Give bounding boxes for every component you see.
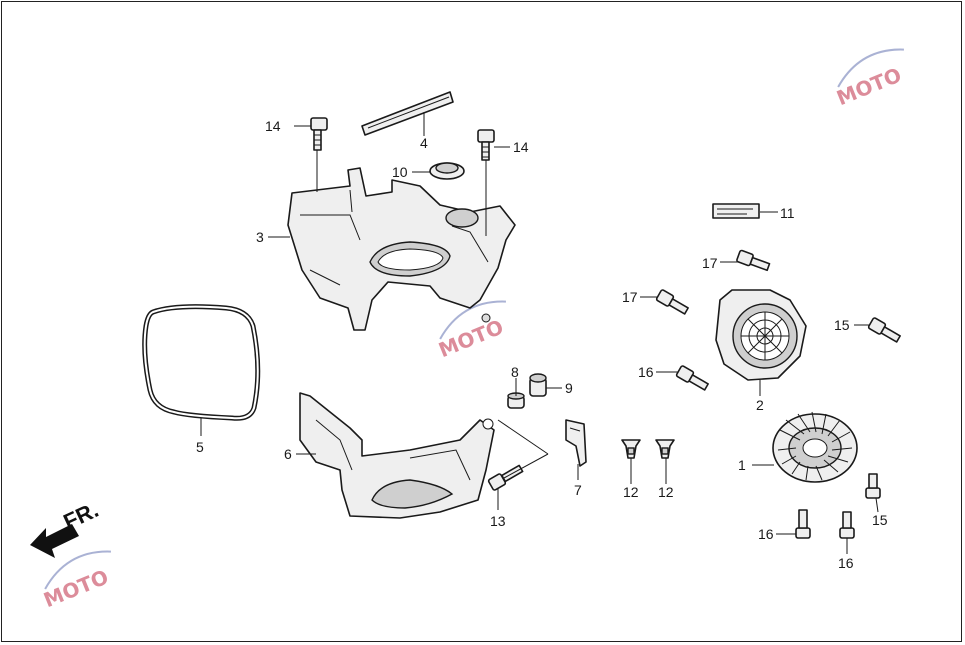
callout-17a: 17 [702,255,718,271]
part-fan-cover [715,289,807,381]
part-bolt-16a [795,509,811,539]
part-clip-12a [621,439,641,459]
callout-8: 8 [511,364,519,380]
part-bolt-17b [655,289,689,315]
part-bolt-14a [310,117,328,151]
callout-12b: 12 [658,484,674,500]
part-bolt-16c [865,473,881,499]
callout-4: 4 [420,135,428,151]
callout-7: 7 [574,482,582,498]
callout-15a: 15 [834,317,850,333]
callout-9: 9 [565,380,573,396]
part-clip-12b [655,439,675,459]
callout-16b: 16 [838,555,854,571]
part-upper-shroud [287,167,516,331]
callout-16a: 16 [758,526,774,542]
part-bolt-15b [675,365,709,391]
callout-12a: 12 [623,484,639,500]
part-bolt-15a [867,317,901,343]
watermark-top-right: MOTO [833,48,905,111]
part-bolt-14b [477,129,495,161]
part-bolt-16b [839,511,855,539]
callout-17b: 17 [622,289,638,305]
part-lower-shroud [299,392,495,519]
callout-6: 6 [284,446,292,462]
part-grommet [429,162,465,180]
callout-numbers: 14 14 4 10 3 5 6 8 9 13 7 12 12 11 17 17… [196,118,888,571]
watermark-text: MOTO [40,565,112,613]
leader-lines [200,112,879,554]
part-bolt-13 [487,464,524,491]
callout-5: 5 [196,439,204,455]
part-cooling-fan [772,411,858,483]
callout-15b: 16 [638,364,654,380]
watermark-text: MOTO [435,315,507,363]
part-gasket [142,304,261,421]
callout-14b: 14 [513,139,529,155]
part-bolt-17a [736,249,771,272]
part-rubber-strip [361,91,454,136]
callout-13: 13 [490,513,506,529]
part-label-11 [712,203,760,219]
callout-16c: 15 [872,512,888,528]
callout-3: 3 [256,229,264,245]
callout-14a: 14 [265,118,281,134]
front-direction-arrow: FR. [30,497,102,558]
part-bracket-plate [565,419,587,467]
callout-11: 11 [780,205,795,221]
callout-10: 10 [392,164,408,180]
callout-1: 1 [738,457,746,473]
part-bushing-9 [529,373,547,397]
watermark-text: MOTO [833,63,905,111]
watermark-bottom-left: MOTO [40,550,112,613]
callout-2: 2 [756,397,764,413]
